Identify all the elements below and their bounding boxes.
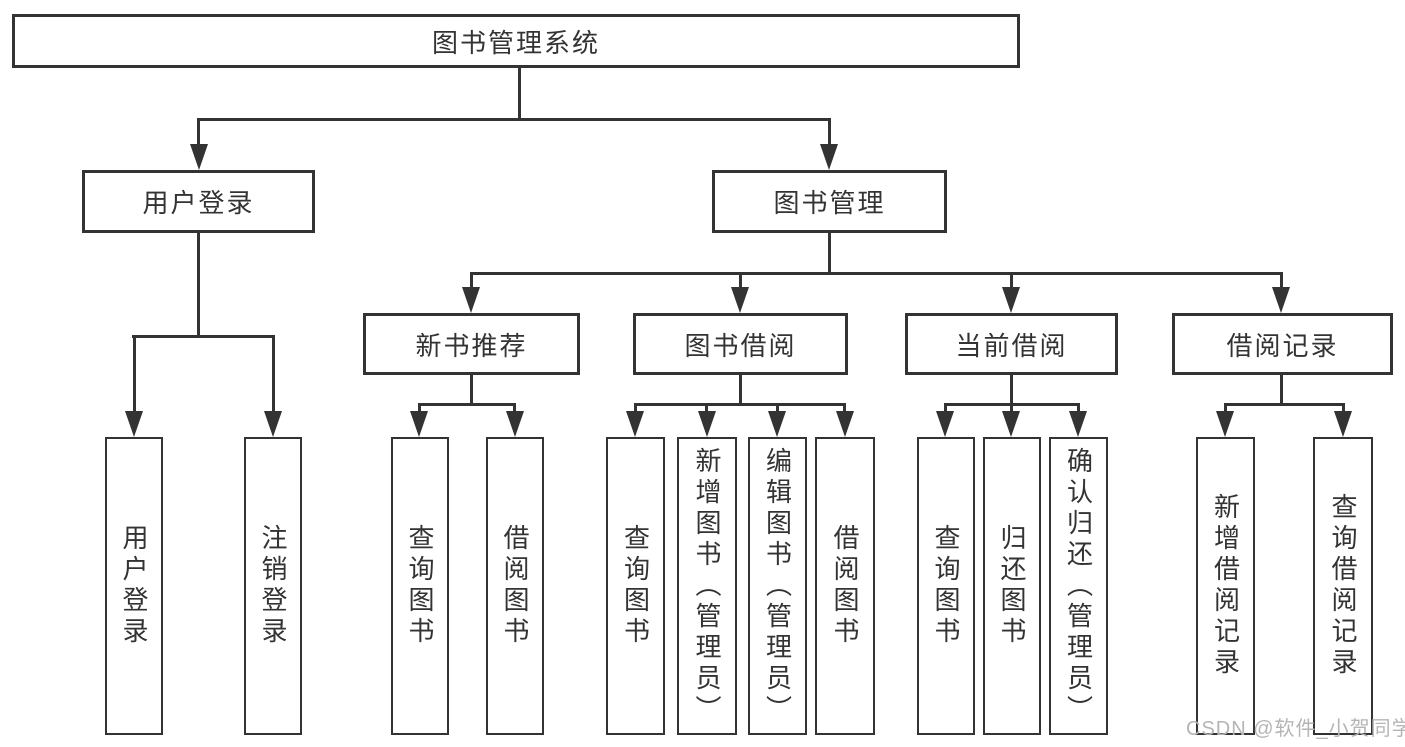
arrow-down (1272, 287, 1290, 313)
leaf-newbook-borrow: 借阅图书 (486, 437, 544, 735)
leaf-newbook-query-label: 查询图书 (405, 524, 435, 648)
node-current-borrow: 当前借阅 (905, 313, 1118, 375)
arrow-down (1334, 411, 1352, 437)
arrow-down (264, 411, 282, 437)
connector-vline (1010, 272, 1013, 292)
arrow-down (768, 411, 786, 437)
connector-hline (470, 272, 1282, 275)
leaf-borrow-add-admin: 新增图书（管理员） (677, 437, 737, 735)
connector-vline (1224, 403, 1227, 415)
connector-vline (1280, 375, 1283, 403)
arrow-down (462, 287, 480, 313)
connector-vline (828, 233, 831, 272)
leaf-current-return: 归还图书 (983, 437, 1041, 735)
arrow-down (626, 411, 644, 437)
node-book-borrow-label: 图书借阅 (684, 330, 797, 361)
connector-vline (944, 403, 947, 415)
connector-vline (1010, 375, 1013, 403)
connector-vline (513, 403, 516, 415)
leaf-borrow-edit-admin: 编辑图书（管理员） (748, 437, 807, 735)
leaf-record-add: 新增借阅记录 (1196, 437, 1255, 735)
connector-hline (634, 403, 846, 406)
connector-vline (197, 233, 200, 335)
arrow-down (836, 411, 854, 437)
leaf-record-add-label: 新增借阅记录 (1210, 493, 1241, 679)
connector-hline (132, 335, 275, 338)
node-user-login-branch: 用户登录 (82, 170, 315, 233)
connector-hline (418, 403, 516, 406)
connector-vline (470, 375, 473, 403)
leaf-current-confirm-admin: 确认归还（管理员） (1049, 437, 1108, 735)
node-new-book-recommend: 新书推荐 (363, 313, 580, 375)
arrow-down (190, 144, 208, 170)
arrow-down (731, 287, 749, 313)
node-user-login-branch-label: 用户登录 (142, 188, 255, 218)
leaf-current-confirm-admin-label: 确认归还（管理员） (1063, 446, 1094, 726)
arrow-down (506, 411, 524, 437)
connector-hline (1224, 403, 1345, 406)
leaf-newbook-query: 查询图书 (391, 437, 449, 735)
connector-vline (470, 272, 473, 292)
arrow-down (1002, 411, 1020, 437)
leaf-borrow-add-admin-label: 新增图书（管理员） (692, 446, 722, 726)
connector-vline (197, 118, 200, 150)
arrow-down (125, 411, 143, 437)
connector-vline (1010, 403, 1013, 415)
arrow-down (1216, 411, 1234, 437)
arrow-down (820, 144, 838, 170)
arrow-down (698, 411, 716, 437)
connector-vline (776, 403, 779, 415)
node-book-management: 图书管理 (712, 170, 947, 233)
node-library-system: 图书管理系统 (12, 14, 1020, 68)
arrow-down (410, 411, 428, 437)
connector-vline (739, 375, 742, 403)
node-book-management-label: 图书管理 (773, 188, 886, 218)
node-borrow-record: 借阅记录 (1172, 313, 1393, 375)
leaf-user-login: 用户登录 (105, 437, 163, 735)
connector-vline (1077, 403, 1080, 415)
arrow-down (1002, 287, 1020, 313)
connector-vline (1342, 403, 1345, 415)
connector-vline (418, 403, 421, 415)
leaf-record-query: 查询借阅记录 (1313, 437, 1373, 735)
connector-vline (518, 68, 521, 120)
connector-hline (197, 118, 831, 121)
connector-vline (272, 335, 275, 415)
leaf-borrow-query: 查询图书 (606, 437, 665, 735)
leaf-record-query-label: 查询借阅记录 (1328, 493, 1358, 679)
connector-vline (634, 403, 637, 415)
leaf-borrow-query-label: 查询图书 (620, 524, 651, 648)
leaf-newbook-borrow-label: 借阅图书 (500, 524, 530, 648)
connector-vline (828, 118, 831, 150)
leaf-borrow-borrow: 借阅图书 (815, 437, 875, 735)
connector-vline (705, 403, 708, 415)
node-borrow-record-label: 借阅记录 (1226, 330, 1339, 361)
node-book-borrow: 图书借阅 (633, 313, 848, 375)
arrow-down (936, 411, 954, 437)
connector-vline (1280, 272, 1283, 292)
connector-vline (133, 335, 136, 415)
node-library-system-label: 图书管理系统 (431, 27, 600, 58)
arrow-down (1069, 411, 1087, 437)
leaf-user-logout: 注销登录 (244, 437, 302, 735)
leaf-borrow-borrow-label: 借阅图书 (830, 524, 860, 648)
leaf-user-logout-label: 注销登录 (258, 524, 288, 648)
leaf-user-login-label: 用户登录 (119, 524, 149, 648)
connector-vline (843, 403, 846, 415)
connector-vline (739, 272, 742, 292)
node-new-book-recommend-label: 新书推荐 (415, 330, 528, 361)
leaf-current-return-label: 归还图书 (997, 524, 1027, 648)
leaf-borrow-edit-admin-label: 编辑图书（管理员） (762, 446, 793, 726)
leaf-current-query: 查询图书 (917, 437, 975, 735)
csdn-watermark: CSDN @软件_小贺同学 (1186, 718, 1405, 740)
leaf-current-query-label: 查询图书 (931, 524, 961, 648)
node-current-borrow-label: 当前借阅 (955, 330, 1068, 361)
